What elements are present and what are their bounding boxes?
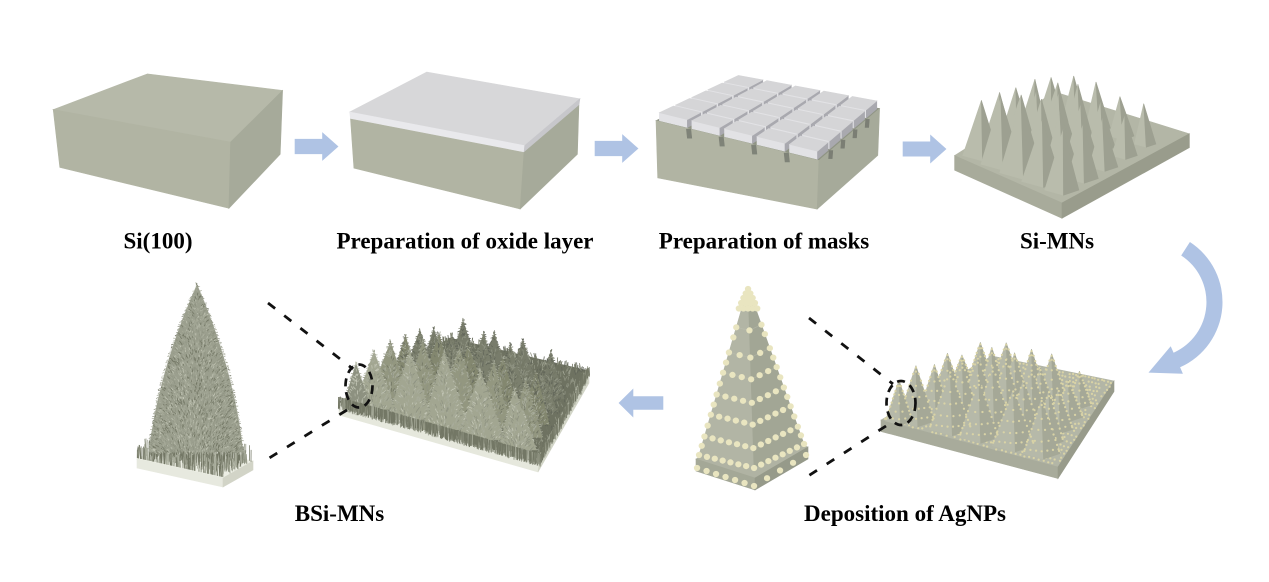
svg-text:BSi-MNs: BSi-MNs: [295, 501, 385, 526]
svg-text:Deposition of AgNPs: Deposition of AgNPs: [804, 501, 1006, 526]
svg-text:Si-MNs: Si-MNs: [1020, 229, 1094, 254]
svg-text:Si(100): Si(100): [124, 229, 193, 254]
svg-text:Preparation of oxide layer: Preparation of oxide layer: [337, 229, 594, 254]
svg-text:Preparation of masks: Preparation of masks: [659, 229, 869, 254]
